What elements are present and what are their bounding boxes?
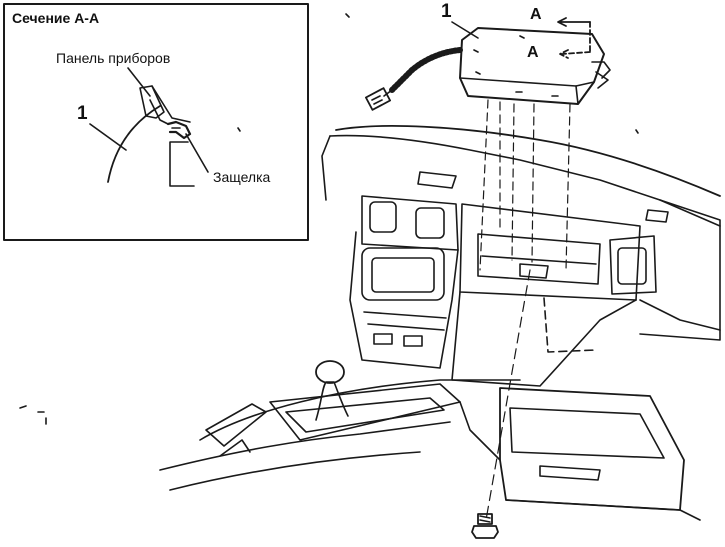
glove-box-recess bbox=[509, 407, 665, 459]
mounting-bolt bbox=[471, 513, 499, 539]
housing-curve bbox=[107, 105, 161, 183]
module-front-edge bbox=[459, 77, 595, 87]
dash-right-lower bbox=[639, 299, 721, 331]
dashboard bbox=[321, 125, 721, 387]
section-inset bbox=[3, 3, 309, 241]
shifter-boot-frame bbox=[285, 397, 445, 433]
latch-bracket bbox=[169, 141, 195, 187]
control-switch-1 bbox=[373, 333, 393, 345]
shift-boot bbox=[315, 381, 349, 421]
console-top-edge bbox=[199, 379, 521, 441]
module-bracket bbox=[591, 61, 611, 89]
mount-bracket bbox=[519, 263, 549, 279]
connector-pins bbox=[371, 95, 383, 105]
right-vent bbox=[617, 247, 647, 285]
stray-dot bbox=[635, 129, 639, 134]
glove-box-bottom bbox=[505, 499, 701, 521]
projection-line-3 bbox=[511, 103, 515, 261]
glove-box bbox=[499, 387, 701, 521]
module-marks bbox=[473, 35, 559, 97]
climate-controls bbox=[363, 311, 447, 331]
inset-frame bbox=[3, 3, 309, 241]
module-corner bbox=[575, 85, 579, 105]
center-console bbox=[19, 13, 639, 491]
defroster-slot bbox=[417, 171, 457, 189]
control-switch-2 bbox=[403, 335, 423, 347]
panel-leader-line bbox=[127, 67, 151, 97]
passenger-dash-panel bbox=[459, 203, 641, 301]
wire-harness bbox=[389, 47, 463, 93]
airbag-module bbox=[364, 17, 611, 111]
main-part-number: 1 bbox=[441, 1, 452, 22]
bolt-shank bbox=[477, 513, 493, 525]
harness-connector bbox=[364, 87, 392, 111]
dash-top-edge-inner bbox=[329, 134, 721, 227]
projection-line-5 bbox=[565, 103, 571, 271]
lower-dash-hidden bbox=[543, 297, 597, 353]
airbag-opening-lip bbox=[481, 255, 597, 265]
panel-edge bbox=[151, 85, 191, 123]
panel-section bbox=[139, 85, 165, 119]
section-arrow-label-bottom: A bbox=[527, 44, 539, 61]
inset-part-number: 1 bbox=[77, 103, 88, 124]
console-front-edge bbox=[459, 401, 501, 461]
dash-left-edge bbox=[321, 135, 331, 201]
stray-marks bbox=[19, 405, 47, 425]
projection-line-4 bbox=[531, 103, 535, 263]
main-part-leader bbox=[451, 21, 479, 39]
armrest-trim bbox=[205, 403, 267, 447]
radio-opening bbox=[361, 247, 445, 301]
wire-end bbox=[383, 89, 393, 97]
glove-box-handle bbox=[539, 465, 601, 481]
bolt-axis-line bbox=[485, 269, 531, 521]
stray-dot-2 bbox=[345, 13, 350, 18]
part-leader-line bbox=[89, 123, 127, 151]
lower-dash bbox=[451, 291, 637, 387]
shift-knob bbox=[315, 360, 345, 384]
console-side-edge bbox=[159, 421, 451, 471]
bolt-thread bbox=[479, 515, 491, 523]
handbrake bbox=[219, 439, 251, 457]
glove-box-body bbox=[499, 387, 685, 511]
latch-clip bbox=[166, 120, 192, 140]
console-lower-edge bbox=[169, 451, 421, 491]
projection-line-1 bbox=[479, 99, 489, 271]
left-vent-1 bbox=[369, 201, 397, 233]
section-line bbox=[559, 21, 591, 59]
module-body bbox=[459, 27, 605, 105]
bolt-head bbox=[471, 525, 499, 539]
dash-top-edge bbox=[335, 125, 721, 197]
latch-label: Защелка bbox=[213, 169, 271, 185]
right-vent-bezel bbox=[609, 235, 657, 295]
section-title: Сечение А-А bbox=[12, 10, 100, 26]
section-arrow-top bbox=[557, 17, 591, 27]
center-stack bbox=[349, 231, 459, 369]
panel-edge-inner bbox=[149, 99, 169, 125]
left-vent-2 bbox=[415, 207, 445, 239]
latch-leader-line bbox=[185, 133, 209, 173]
right-vent-small bbox=[645, 209, 669, 223]
stray-mark bbox=[237, 127, 241, 132]
airbag-opening bbox=[477, 233, 601, 285]
projection-lines bbox=[479, 99, 571, 521]
section-arrow-label-top: A bbox=[530, 6, 542, 23]
instrument-panel-label: Панель приборов bbox=[56, 50, 171, 66]
radio-face bbox=[371, 257, 435, 293]
dash-right-edge bbox=[639, 199, 721, 341]
